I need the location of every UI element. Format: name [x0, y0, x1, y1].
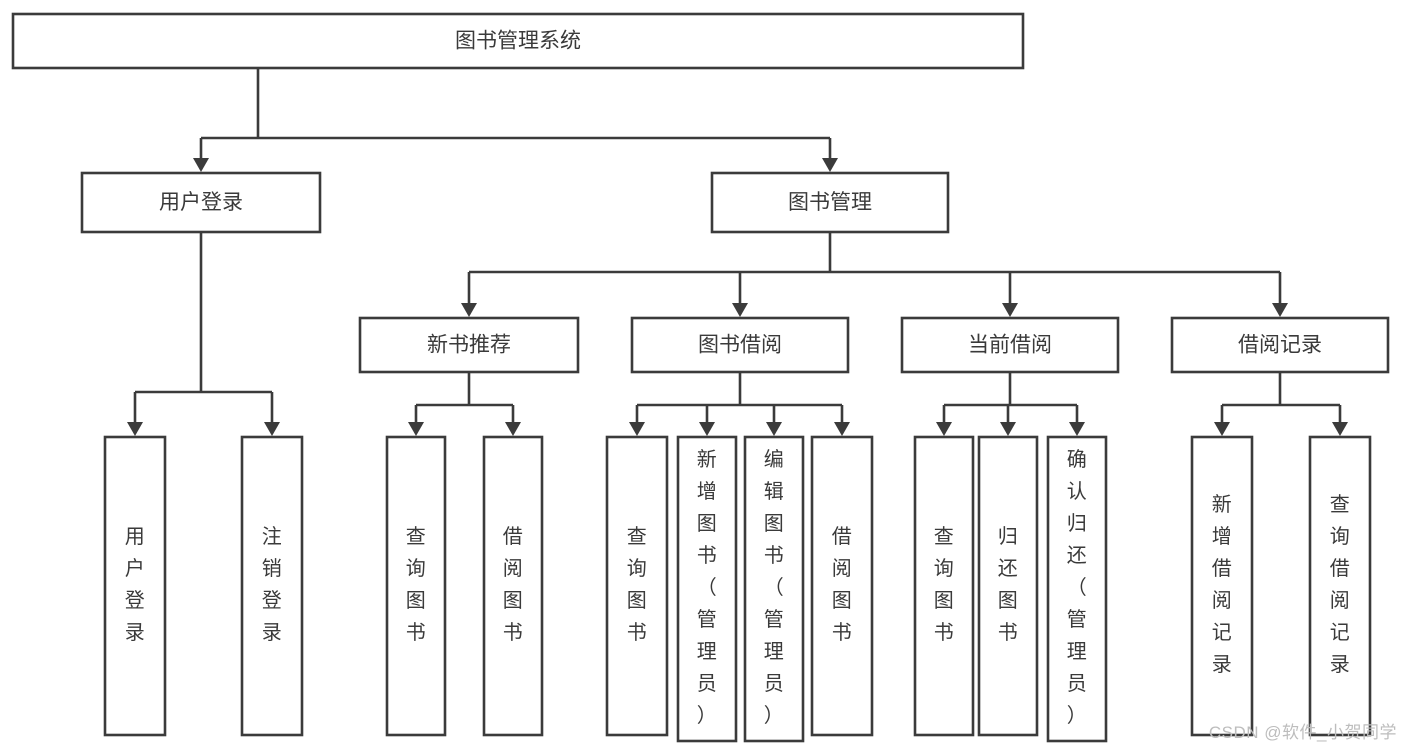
arrow-head-icon — [193, 158, 209, 172]
arrow-head-icon — [1002, 303, 1018, 317]
node-label-leaf-add-record: 新增借阅记录 — [1212, 493, 1233, 676]
arrow-head-icon — [732, 303, 748, 317]
arrow-head-icon — [1272, 303, 1288, 317]
node-user-login[interactable]: 用户登录 — [80, 171, 322, 234]
node-label-book-manage: 图书管理 — [788, 191, 872, 214]
node-leaf-borrow-book-2[interactable]: 借阅图书 — [810, 435, 874, 737]
node-box-leaf-add-record[interactable] — [1190, 435, 1254, 737]
connector-group-current-borrow — [936, 372, 1085, 436]
connector-group-root — [193, 68, 838, 172]
arrow-head-icon — [408, 422, 424, 436]
node-leaf-user-login[interactable]: 用户登录 — [103, 435, 167, 737]
node-box-leaf-user-login[interactable] — [103, 435, 167, 737]
node-leaf-add-book[interactable]: 新增图书（管理员） — [676, 435, 738, 743]
node-current-borrow[interactable]: 当前借阅 — [900, 316, 1120, 374]
connector-group-borrow-record — [1214, 372, 1348, 436]
connector-group-user-login — [127, 232, 280, 436]
arrow-head-icon — [822, 158, 838, 172]
node-label-leaf-borrow-book-2: 借阅图书 — [832, 525, 853, 644]
node-box-root[interactable] — [11, 12, 1025, 70]
node-box-leaf-return-book[interactable] — [977, 435, 1039, 737]
node-label-borrow-record: 借阅记录 — [1238, 334, 1322, 357]
node-leaf-confirm-return[interactable]: 确认归还（管理员） — [1046, 435, 1108, 743]
node-leaf-user-logout[interactable]: 注销登录 — [240, 435, 304, 737]
node-label-leaf-add-book: 新增图书（管理员） — [697, 448, 718, 727]
node-box-leaf-confirm-return[interactable] — [1046, 435, 1108, 743]
node-label-leaf-user-logout: 注销登录 — [262, 525, 283, 644]
node-borrow-record[interactable]: 借阅记录 — [1170, 316, 1390, 374]
node-label-leaf-query-book-3: 查询图书 — [934, 525, 955, 644]
node-leaf-query-book-1[interactable]: 查询图书 — [385, 435, 447, 737]
arrow-head-icon — [461, 303, 477, 317]
node-book-borrow[interactable]: 图书借阅 — [630, 316, 850, 374]
node-label-leaf-query-record: 查询借阅记录 — [1330, 493, 1351, 676]
nodes-layer: 图书管理系统用户登录图书管理新书推荐图书借阅当前借阅借阅记录用户登录注销登录查询… — [11, 12, 1390, 743]
node-box-leaf-edit-book[interactable] — [743, 435, 805, 743]
node-label-new-book-rec: 新书推荐 — [427, 334, 511, 357]
node-leaf-edit-book[interactable]: 编辑图书（管理员） — [743, 435, 805, 743]
arrow-head-icon — [1069, 422, 1085, 436]
arrow-head-icon — [1214, 422, 1230, 436]
arrow-head-icon — [834, 422, 850, 436]
node-book-manage[interactable]: 图书管理 — [710, 171, 950, 234]
node-label-leaf-borrow-book-1: 借阅图书 — [503, 525, 524, 644]
node-root[interactable]: 图书管理系统 — [11, 12, 1025, 70]
arrow-head-icon — [505, 422, 521, 436]
node-box-book-manage[interactable] — [710, 171, 950, 234]
connector-group-new-book-rec — [408, 372, 521, 436]
node-label-leaf-query-book-2: 查询图书 — [627, 525, 648, 644]
node-box-leaf-borrow-book-1[interactable] — [482, 435, 544, 737]
arrow-head-icon — [1000, 422, 1016, 436]
node-box-leaf-query-book-1[interactable] — [385, 435, 447, 737]
node-label-leaf-edit-book: 编辑图书（管理员） — [764, 448, 785, 727]
node-label-user-login: 用户登录 — [159, 191, 243, 214]
arrow-head-icon — [127, 422, 143, 436]
node-box-leaf-user-logout[interactable] — [240, 435, 304, 737]
node-label-leaf-confirm-return: 确认归还（管理员） — [1067, 448, 1088, 727]
node-box-leaf-borrow-book-2[interactable] — [810, 435, 874, 737]
node-box-book-borrow[interactable] — [630, 316, 850, 374]
arrow-head-icon — [766, 422, 782, 436]
node-leaf-return-book[interactable]: 归还图书 — [977, 435, 1039, 737]
node-box-current-borrow[interactable] — [900, 316, 1120, 374]
node-box-leaf-query-record[interactable] — [1308, 435, 1372, 737]
arrow-head-icon — [264, 422, 280, 436]
node-box-leaf-add-book[interactable] — [676, 435, 738, 743]
connectors-layer — [127, 68, 1348, 436]
node-leaf-query-book-3[interactable]: 查询图书 — [913, 435, 975, 737]
node-leaf-query-book-2[interactable]: 查询图书 — [605, 435, 669, 737]
node-label-leaf-user-login: 用户登录 — [125, 526, 146, 644]
arrow-head-icon — [936, 422, 952, 436]
node-box-leaf-query-book-3[interactable] — [913, 435, 975, 737]
node-leaf-borrow-book-1[interactable]: 借阅图书 — [482, 435, 544, 737]
node-box-new-book-rec[interactable] — [358, 316, 580, 374]
node-leaf-query-record[interactable]: 查询借阅记录 — [1308, 435, 1372, 737]
node-leaf-add-record[interactable]: 新增借阅记录 — [1190, 435, 1254, 737]
node-new-book-rec[interactable]: 新书推荐 — [358, 316, 580, 374]
arrow-head-icon — [699, 422, 715, 436]
node-box-leaf-query-book-2[interactable] — [605, 435, 669, 737]
node-label-current-borrow: 当前借阅 — [968, 334, 1052, 357]
node-label-book-borrow: 图书借阅 — [698, 334, 782, 357]
node-label-root: 图书管理系统 — [455, 30, 581, 53]
arrow-head-icon — [629, 422, 645, 436]
node-label-leaf-query-book-1: 查询图书 — [406, 525, 427, 644]
connector-group-book-manage — [461, 232, 1288, 317]
node-box-borrow-record[interactable] — [1170, 316, 1390, 374]
node-box-user-login[interactable] — [80, 171, 322, 234]
connector-group-book-borrow — [629, 372, 850, 436]
arrow-head-icon — [1332, 422, 1348, 436]
node-label-leaf-return-book: 归还图书 — [998, 525, 1019, 644]
